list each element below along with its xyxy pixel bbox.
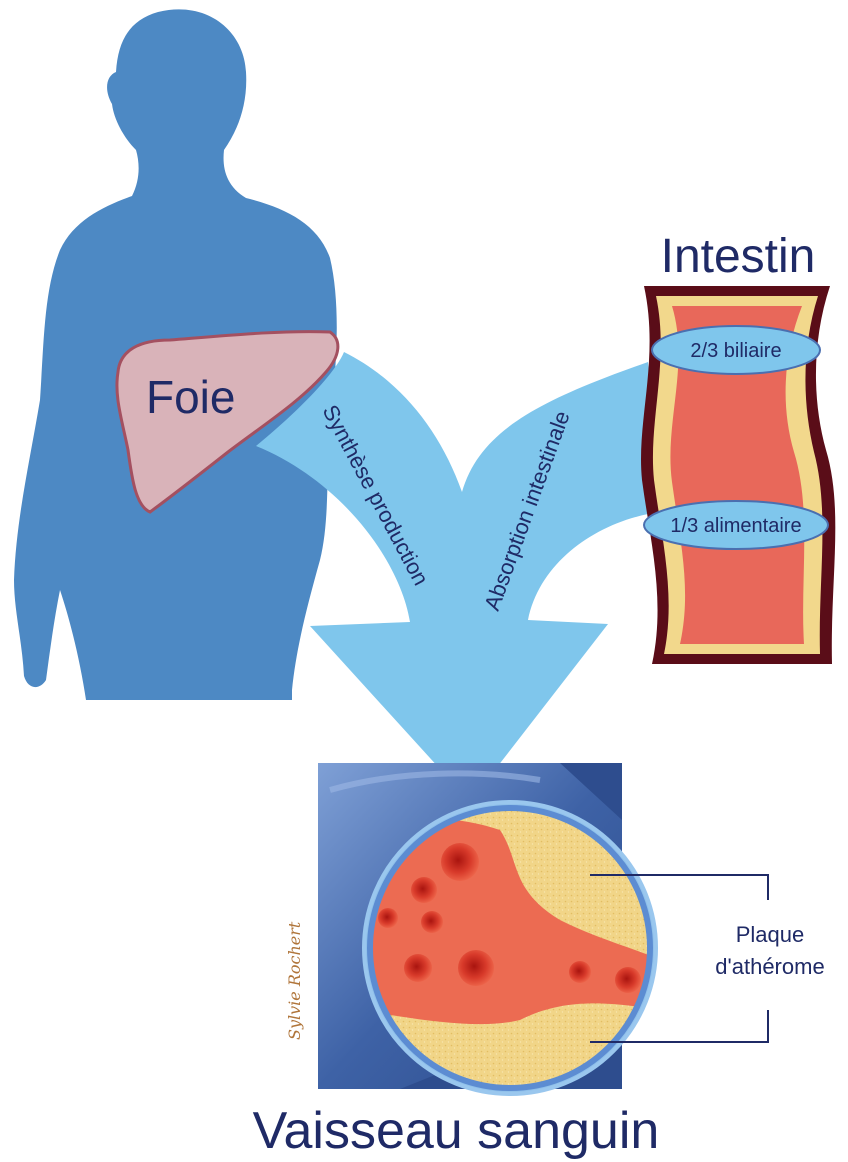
intestine-icon: 2/3 biliaire 1/3 alimentaire <box>641 286 835 664</box>
blood-vessel-icon <box>318 763 660 1100</box>
vessel-title: Vaisseau sanguin <box>253 1102 660 1160</box>
plaque-label-line2: d'athérome <box>715 954 824 979</box>
plaque-label-line1: Plaque <box>736 922 805 947</box>
liver-label: Foie <box>146 371 235 423</box>
dietary-label: 1/3 alimentaire <box>670 515 801 537</box>
artist-signature: Sylvie Rochert <box>285 921 304 1040</box>
biliary-label: 2/3 biliaire <box>690 340 781 362</box>
merge-arrow-icon: Synthèse production Absorption intestina… <box>256 352 660 802</box>
intestine-title: Intestin <box>661 230 816 283</box>
